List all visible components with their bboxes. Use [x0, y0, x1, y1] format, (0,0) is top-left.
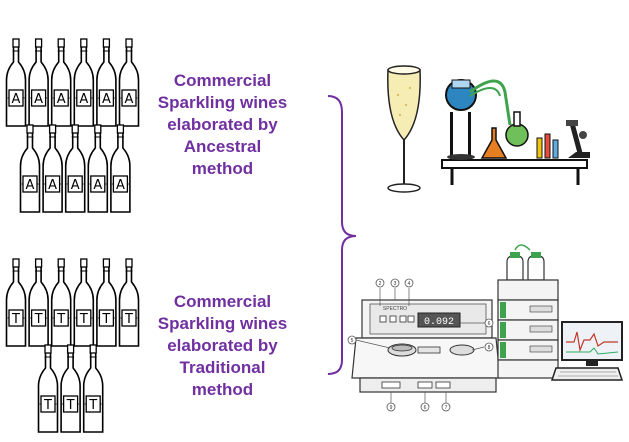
callout-number: 4	[408, 281, 411, 287]
bottle-label-letter: T	[11, 312, 20, 327]
wine-bottle-icon: A	[64, 124, 86, 213]
chemistry-lab-icon	[441, 79, 590, 185]
caption-line: method	[191, 380, 254, 399]
callout-marker: 2	[375, 278, 385, 288]
callout-marker: 4	[404, 278, 414, 288]
callout-number: 5	[351, 338, 354, 344]
traditional-caption: Commercial Sparkling wines elaborated by…	[140, 291, 305, 401]
callout-number: 3	[394, 281, 397, 287]
wine-bottle-icon: A	[50, 38, 72, 127]
bottle-label-letter: T	[88, 398, 97, 413]
wine-bottle-icon: A	[28, 38, 49, 127]
wine-bottle-icon: T	[28, 258, 49, 347]
wine-bottle-icon: T	[118, 258, 140, 347]
bottle-label-letter: A	[57, 92, 66, 107]
caption-line: elaborated by	[167, 336, 278, 355]
caption-line: Ancestral	[183, 137, 262, 156]
wine-bottle-icon: T	[5, 258, 27, 347]
callout-number: 6	[424, 405, 427, 411]
callout-number: 2	[379, 281, 382, 287]
callout-marker: 3	[390, 278, 400, 288]
bottle-label-letter: A	[93, 178, 102, 193]
wine-bottle-icon: A	[5, 38, 27, 127]
bottle-label-letter: T	[79, 312, 88, 327]
wine-bottle-icon: A	[87, 124, 109, 213]
wine-bottle-icon: T	[73, 258, 95, 347]
callout-number: 6	[488, 321, 491, 327]
bottle-label-letter: A	[116, 178, 125, 193]
wine-bottle-icon: A	[19, 124, 41, 213]
wine-bottle-icon: T	[50, 258, 72, 347]
callout-number: 9	[390, 405, 393, 411]
caption-line: Traditional	[179, 358, 266, 377]
ancestral-caption: Commercial Sparkling wines elaborated by…	[140, 70, 305, 180]
bottle-label-letter: A	[26, 178, 35, 193]
bottle-label-letter: T	[34, 312, 43, 327]
wine-bottle-icon: A	[118, 38, 140, 127]
wine-bottle-icon: A	[42, 124, 63, 213]
wine-bottle-icon: A	[73, 38, 95, 127]
bottle-label-letter: A	[79, 92, 88, 107]
callout-number: 8	[488, 345, 491, 351]
bottle-label-letter: A	[34, 92, 43, 107]
caption-line: Commercial	[173, 71, 272, 90]
callout-marker: 5	[347, 335, 357, 345]
bottle-label-letter: T	[101, 312, 110, 327]
bottle-label-letter: A	[125, 92, 134, 107]
spectrophotometer-icon: 0.092 SPECTRO 2 3 4 5 6 8 9 6 7	[347, 278, 501, 412]
wine-bottle-icon: T	[37, 344, 59, 433]
hplc-system-icon	[497, 244, 624, 381]
callout-marker: 8	[484, 342, 494, 352]
bottle-label-letter: T	[66, 398, 75, 413]
caption-line: Sparkling wines	[157, 93, 288, 112]
wine-bottle-icon: T	[60, 344, 81, 433]
bottle-label-letter: T	[56, 312, 65, 327]
bottle-label-letter: A	[12, 92, 21, 107]
wine-bottle-icon: T	[96, 258, 117, 347]
grouping-bracket	[327, 95, 357, 375]
caption-line: Commercial	[173, 292, 272, 311]
caption-line: Sparkling wines	[157, 314, 288, 333]
wine-bottle-icon: A	[96, 38, 117, 127]
callout-number: 7	[445, 405, 448, 411]
instrument-callout-group: 2 3 4 5 6 8 9 6 7	[347, 278, 494, 412]
bottle-label-letter: T	[43, 398, 52, 413]
bottle-label-letter: T	[124, 312, 133, 327]
callout-marker: 9	[386, 402, 396, 412]
instrument-display-readout: 0.092	[424, 317, 454, 328]
caption-line: method	[191, 159, 254, 178]
callout-marker: 7	[441, 402, 451, 412]
instrument-panel-label: SPECTRO	[383, 306, 407, 312]
caption-line: elaborated by	[167, 115, 278, 134]
callout-marker: 6	[484, 318, 494, 328]
champagne-glass-icon	[387, 65, 421, 193]
callout-marker: 6	[420, 402, 430, 412]
bottle-label-letter: A	[71, 178, 80, 193]
bottle-label-letter: A	[102, 92, 111, 107]
wine-bottle-icon: T	[82, 344, 104, 433]
wine-bottle-icon: A	[110, 124, 131, 213]
bottle-label-letter: A	[48, 178, 57, 193]
